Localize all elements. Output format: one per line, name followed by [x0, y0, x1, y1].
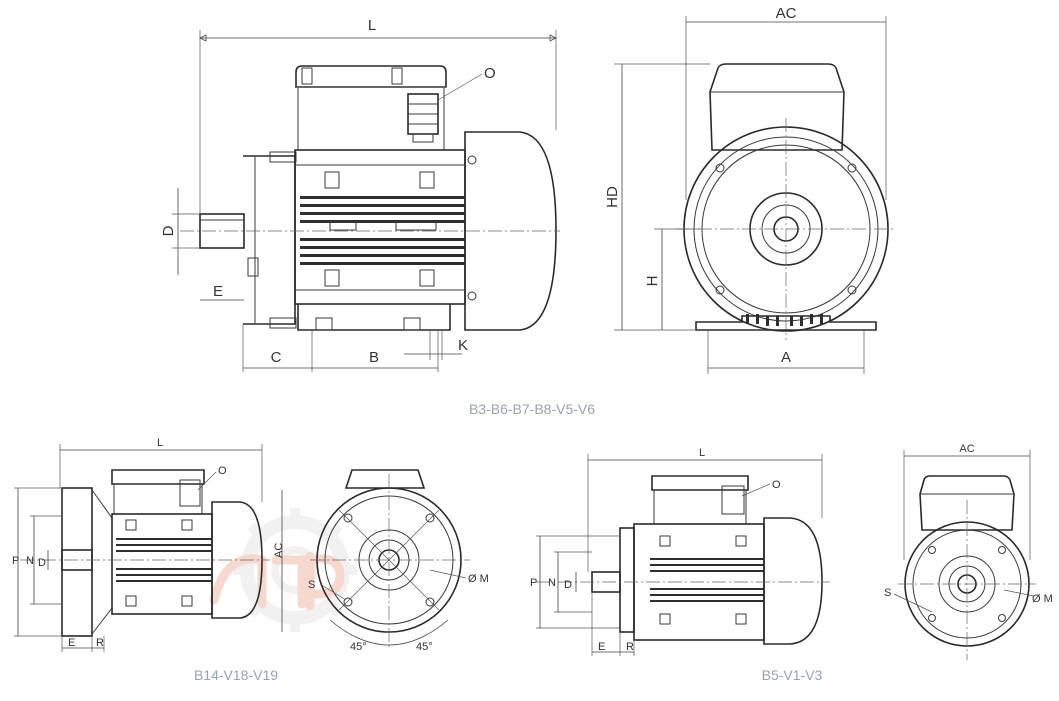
- dim-label-HD: HD: [604, 186, 621, 208]
- fin-ring: [746, 314, 823, 326]
- dim-label-A: A: [781, 349, 791, 366]
- cable-gland: [407, 93, 439, 143]
- dim-label-E-b14: E: [68, 637, 75, 649]
- watermark-logo: [209, 508, 357, 632]
- cooling-fins: [300, 196, 465, 265]
- dim-label-N-b5: N: [548, 577, 556, 589]
- dim-label-E-b5: E: [598, 641, 605, 653]
- dim-label-D-b5: D: [564, 579, 572, 591]
- dim-label-O-b5: O: [772, 479, 781, 491]
- caption-bottom-left: B14-V18-V19: [194, 667, 278, 683]
- dim-label-M-b14: Ø M: [468, 573, 489, 585]
- caption-bottom-right: B5-V1-V3: [762, 667, 823, 683]
- dim-label-E: E: [213, 283, 223, 300]
- dim-label-K: K: [458, 337, 468, 354]
- dimensions-b14-side: L O P N D E R AC: [12, 437, 285, 652]
- front-view-b3: [676, 63, 896, 340]
- dim-label-L: L: [368, 17, 376, 34]
- dim-label-AC: AC: [776, 5, 797, 22]
- dim-label-H: H: [644, 276, 661, 287]
- dim-label-O-b14: O: [218, 465, 227, 477]
- dim-label-S-b5: S: [884, 587, 891, 599]
- dim-label-L-b5: L: [699, 447, 705, 459]
- dimensions-side-top: L D E C B K O: [160, 17, 557, 372]
- dim-label-M-b5: Ø M: [1032, 593, 1053, 605]
- dim-label-L-b14: L: [157, 437, 163, 449]
- angle-label-right: 45°: [416, 641, 433, 653]
- dim-label-D-b14: D: [38, 557, 46, 569]
- dim-label-S-b14: S: [308, 579, 315, 591]
- dim-label-R-b14: R: [96, 637, 104, 649]
- dim-label-N-b14: N: [26, 555, 34, 567]
- dim-label-P-b5: P: [530, 577, 537, 589]
- dimensions-front-top: AC HD H A: [604, 5, 887, 374]
- front-view-b14: 45° 45° S Ø M: [308, 469, 489, 653]
- dim-label-AC-b14: AC: [273, 543, 285, 558]
- side-view-b3: [180, 65, 560, 331]
- front-view-b5: [898, 475, 1036, 660]
- dim-label-AC-b5: AC: [959, 443, 974, 455]
- caption-top: B3-B6-B7-B8-V5-V6: [469, 401, 595, 417]
- angle-label-left: 45°: [350, 641, 367, 653]
- dimensions-b5-side: L O P N D E R: [530, 447, 823, 656]
- side-view-b5: [536, 475, 830, 645]
- side-view-b14: [20, 469, 270, 637]
- dim-label-R-b5: R: [626, 641, 634, 653]
- dim-label-O: O: [484, 65, 496, 82]
- dim-label-D: D: [160, 225, 177, 236]
- dim-label-P-b14: P: [12, 555, 19, 567]
- dimensions-b5-front: AC S Ø M: [884, 443, 1053, 613]
- dim-label-C: C: [271, 349, 282, 366]
- dim-label-B: B: [369, 349, 379, 366]
